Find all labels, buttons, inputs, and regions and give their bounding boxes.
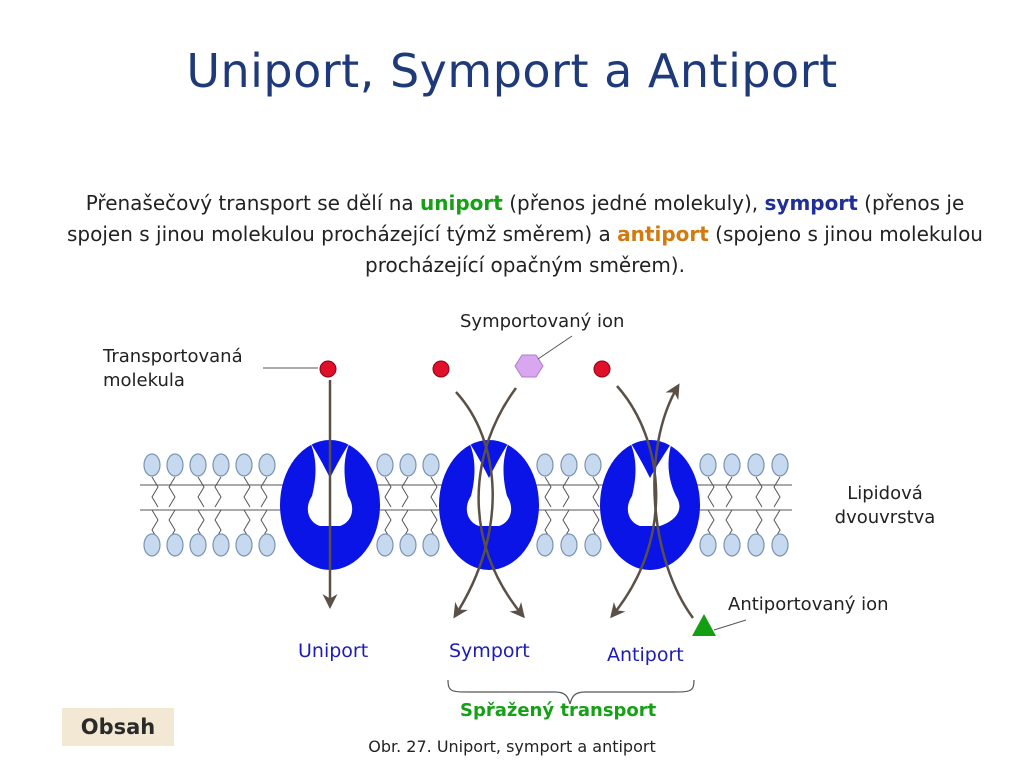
label-transported-molecule-line1: Transportovaná: [103, 346, 243, 367]
label-antiported-ion: Antiportovaný ion: [728, 594, 889, 615]
label-transported-molecule: Transportovaná molekula: [103, 345, 243, 393]
label-lipid-bilayer-line2: dvouvrstva: [834, 507, 936, 528]
transport-diagram: Symportovaný ion Transportovaná molekula…: [0, 300, 1024, 721]
transported-molecule-symport: [432, 360, 450, 378]
coupled-transport-brace: [447, 679, 695, 705]
antiport-arrow-ion: [653, 383, 695, 619]
keyword-uniport: uniport: [420, 191, 503, 215]
antiport-carrier-protein: [600, 440, 700, 570]
label-symported-ion: Symportovaný ion: [460, 311, 625, 332]
intro-text: Přenašečový transport se dělí na: [85, 191, 421, 215]
antiported-ion-triangle: [692, 614, 716, 636]
keyword-symport: symport: [764, 191, 858, 215]
antiport-arrow-molecule: [610, 385, 658, 619]
page-title: Uniport, Symport a Antiport: [186, 44, 838, 98]
label-symport: Symport: [449, 640, 530, 662]
transport-arrows: [322, 380, 695, 619]
intro-paragraph: Přenašečový transport se dělí na uniport…: [60, 188, 990, 281]
symport-arrow-ion: [477, 387, 525, 619]
label-lipid-bilayer: Lipidová dvouvrstva: [815, 482, 955, 530]
symported-ion-hexagon: [514, 354, 544, 378]
label-transported-molecule-line2: molekula: [103, 370, 185, 391]
transport-diagram-svg: [140, 335, 792, 705]
contents-button[interactable]: Obsah: [62, 708, 174, 746]
lipid-heads: [143, 453, 789, 557]
label-antiport: Antiport: [607, 644, 684, 666]
figure-caption: Obr. 27. Uniport, symport a antiport: [368, 737, 656, 756]
transported-molecule-antiport: [593, 360, 611, 378]
intro-text: (přenos je spojen s jinou molekulou proc…: [67, 191, 965, 246]
label-leader-lines: [263, 335, 747, 631]
label-lipid-bilayer-line1: Lipidová: [847, 483, 923, 504]
transported-molecule-uniport: [319, 360, 337, 378]
label-uniport: Uniport: [298, 640, 369, 662]
label-coupled-transport: Spřažený transport: [460, 700, 657, 721]
intro-text: (přenos jedné molekuly),: [502, 191, 765, 215]
symport-arrow-molecule: [453, 391, 494, 619]
keyword-antiport: antiport: [617, 222, 709, 246]
intro-text: (spojeno s jinou molekulou procházející …: [365, 222, 983, 277]
